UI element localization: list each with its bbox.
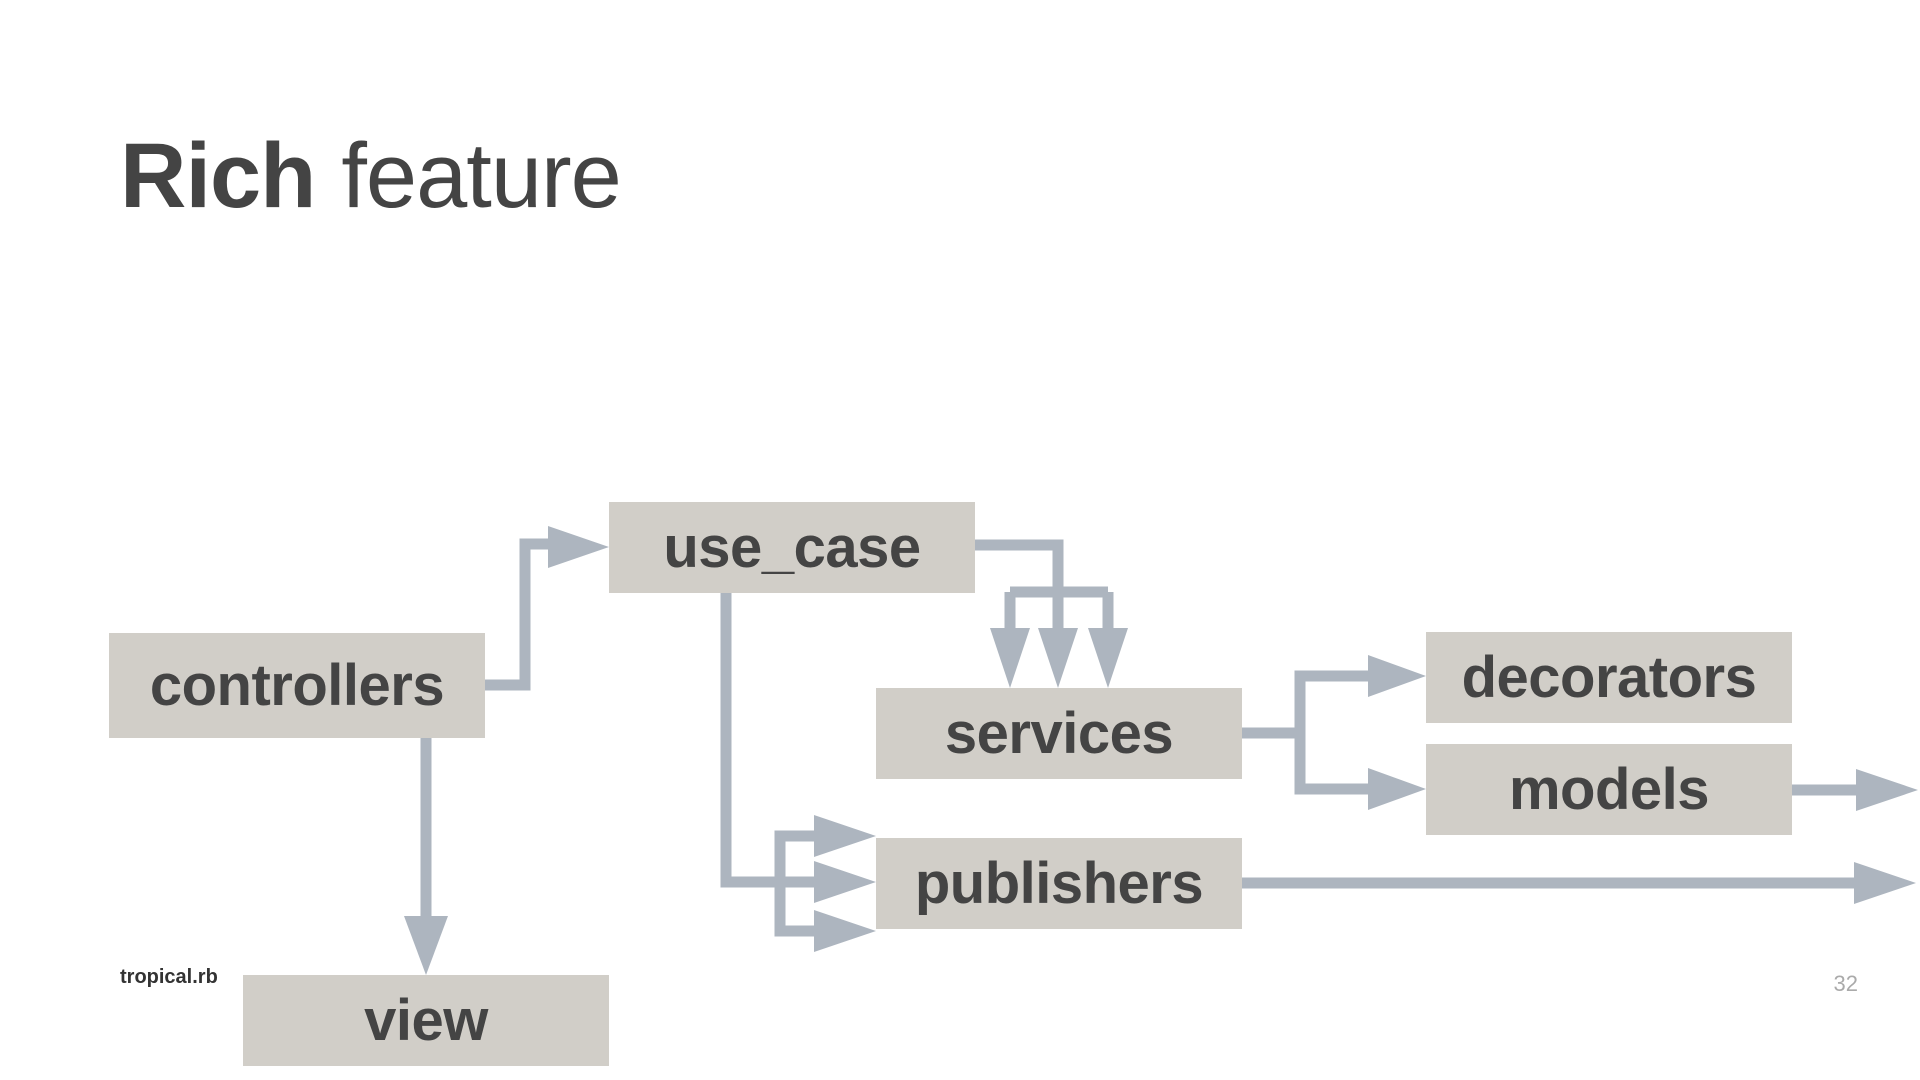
edge-use-case-publishers <box>720 593 780 888</box>
arrowhead-services-mid <box>1038 628 1078 688</box>
arrowhead-view <box>404 916 448 975</box>
arrowhead-services-right <box>1088 628 1128 688</box>
arrowhead-publishers-bottom <box>814 910 876 952</box>
arrowhead-services-left <box>990 628 1030 688</box>
footer-brand: tropical.rb <box>120 966 218 988</box>
arrowhead-models <box>1368 768 1426 810</box>
title-bold-word: Rich <box>120 125 316 227</box>
arrowhead-publishers-external <box>1854 862 1916 904</box>
node-controllers: controllers <box>109 633 485 738</box>
arrowhead-decorators <box>1368 655 1426 697</box>
arrowhead-publishers-top <box>814 815 876 857</box>
arrowhead-models-external <box>1856 769 1918 811</box>
arrowhead-publishers-mid <box>814 861 876 903</box>
edge-use-case-services <box>975 539 1064 592</box>
node-view: view <box>243 975 609 1066</box>
node-services: services <box>876 688 1242 779</box>
arrowheads <box>404 526 1918 975</box>
page-number: 32 <box>1833 971 1858 996</box>
node-decorators: decorators <box>1426 632 1792 723</box>
node-models: models <box>1426 744 1792 835</box>
edge-controllers-use-case <box>485 538 550 691</box>
title-light-word: feature <box>341 125 621 227</box>
connector-lines <box>420 538 1860 937</box>
node-use-case: use_case <box>609 502 975 593</box>
node-publishers: publishers <box>876 838 1242 929</box>
arrowhead-use-case <box>548 526 609 568</box>
edge-services-decorators <box>1294 670 1371 795</box>
